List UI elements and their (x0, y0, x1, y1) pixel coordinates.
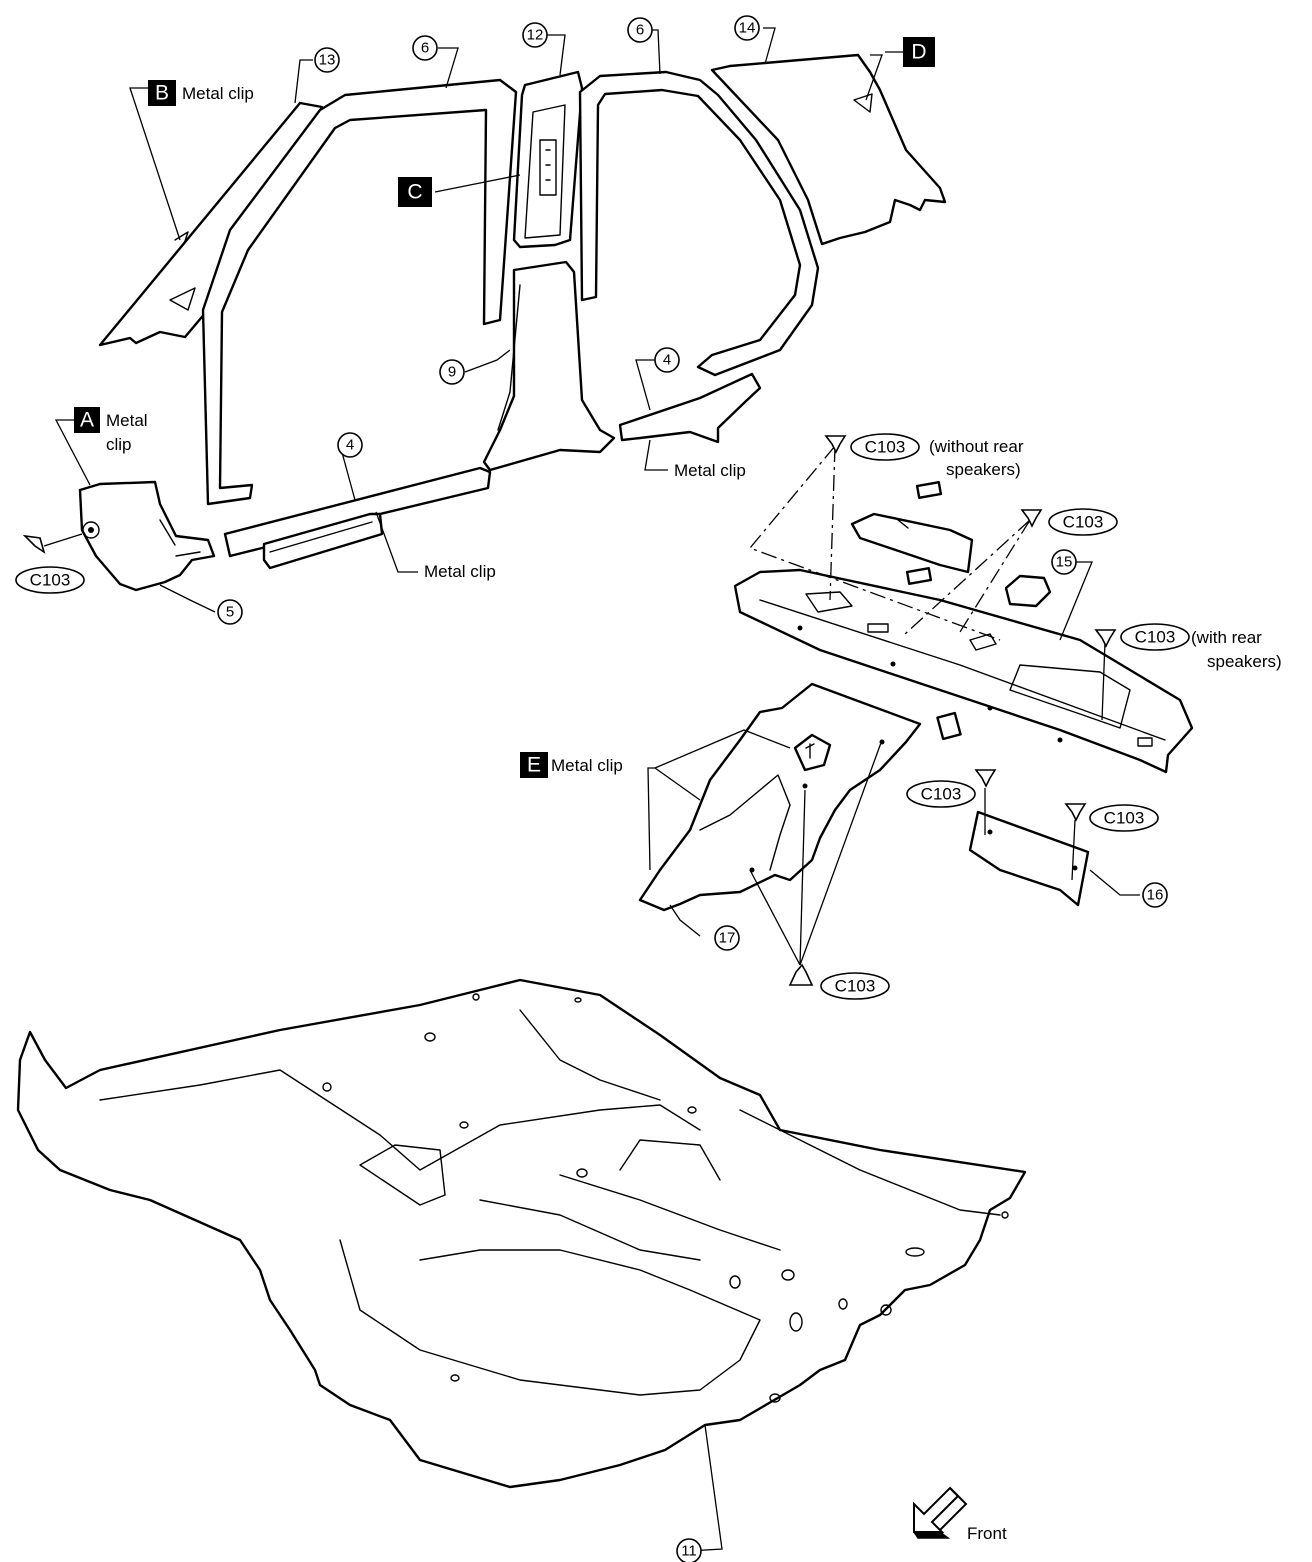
speaker-cover-panel (850, 480, 974, 741)
c103-label: C103 (1120, 623, 1190, 651)
callout-15: 15 (1051, 549, 1077, 575)
svg-text:13: 13 (319, 52, 336, 69)
callout-4-front: 4 (337, 432, 363, 458)
box-b: B (148, 80, 176, 106)
metal-clip-label-e: Metal clip (551, 756, 623, 775)
svg-text:4: 4 (663, 352, 671, 369)
svg-text:16: 16 (1147, 887, 1164, 904)
c103-label: C103 (820, 972, 890, 1000)
svg-text:C103: C103 (1135, 628, 1176, 647)
svg-text:D: D (911, 41, 926, 64)
front-label: Front (967, 1524, 1007, 1543)
box-d: D (903, 37, 935, 67)
svg-text:5: 5 (226, 604, 234, 621)
metal-clip-label-rear-kick: Metal clip (674, 461, 746, 480)
rear-quarter-trim-lower (638, 682, 922, 912)
box-a: A (74, 407, 100, 433)
svg-text:C103: C103 (30, 571, 71, 590)
callout-13: 13 (314, 47, 340, 73)
svg-text:C103: C103 (865, 438, 906, 457)
clip-c103-icon (1094, 629, 1117, 648)
clip-c103-icon (1064, 803, 1087, 822)
callout-6-rear: 6 (627, 17, 653, 43)
callout-12: 12 (522, 22, 548, 48)
svg-text:15: 15 (1056, 554, 1073, 571)
center-pillar-upper-garnish (512, 70, 584, 249)
metal-clip-label-b: Metal clip (182, 84, 254, 103)
svg-text:B: B (155, 82, 169, 105)
clip-label-a: clip (106, 435, 132, 454)
callout-14: 14 (734, 15, 760, 41)
svg-text:C103: C103 (1063, 513, 1104, 532)
front-arrow-icon (913, 1486, 968, 1539)
svg-text:14: 14 (739, 20, 756, 37)
rear-kicking-plate (618, 372, 762, 444)
box-c: C (398, 177, 432, 207)
dash-side-finisher (78, 480, 216, 592)
c103-label: C103 (850, 433, 920, 461)
floor-carpet (16, 978, 1027, 1489)
without-rear-speakers-line2: speakers) (946, 460, 1021, 479)
c103-label: C103 (15, 566, 85, 594)
box-e: E (520, 752, 548, 778)
svg-text:6: 6 (421, 40, 429, 57)
front-door-weatherstrip (201, 78, 518, 506)
c103-label: C103 (1089, 804, 1159, 832)
rear-door-weatherstrip (578, 70, 820, 377)
clip-c103-icon (22, 533, 83, 554)
callout-9: 9 (439, 359, 465, 385)
callout-5: 5 (217, 599, 243, 625)
svg-text:9: 9 (448, 364, 456, 381)
with-rear-speakers-line1: (with rear (1191, 628, 1262, 647)
metal-clip-label-front-kick: Metal clip (424, 562, 496, 581)
svg-text:E: E (527, 754, 541, 777)
svg-text:A: A (80, 409, 94, 432)
svg-text:C: C (407, 181, 422, 204)
callout-17: 17 (714, 925, 740, 951)
svg-text:12: 12 (527, 27, 544, 44)
clip-c103-icon (1020, 509, 1043, 528)
rear-parcel-shelf (733, 568, 1194, 774)
svg-text:C103: C103 (1104, 809, 1145, 828)
luggage-side-finisher (968, 810, 1090, 907)
rear-quarter-trim-upper (710, 53, 947, 246)
metal-label-a: Metal (106, 411, 148, 430)
front-kicking-plate (223, 466, 492, 570)
svg-text:6: 6 (636, 22, 644, 39)
with-rear-speakers-line2: speakers) (1207, 652, 1282, 671)
svg-text:11: 11 (681, 1543, 697, 1560)
c103-label: C103 (906, 780, 976, 808)
callout-11: 11 (676, 1538, 702, 1562)
callout-16: 16 (1142, 882, 1168, 908)
speaker-grille (1004, 574, 1052, 608)
clip-c103-icon (788, 963, 814, 986)
c103-label: C103 (1048, 508, 1118, 536)
svg-text:4: 4 (346, 437, 354, 454)
svg-text:C103: C103 (921, 785, 962, 804)
center-pillar-lower-garnish (482, 260, 616, 472)
without-rear-speakers-line1: (without rear (929, 437, 1024, 456)
clip-c103-icon (974, 769, 997, 788)
svg-text:17: 17 (719, 930, 736, 947)
callout-6-front: 6 (412, 35, 438, 61)
callout-4-rear: 4 (654, 347, 680, 373)
clip-c103-icon (824, 435, 847, 454)
svg-text:C103: C103 (835, 977, 876, 996)
